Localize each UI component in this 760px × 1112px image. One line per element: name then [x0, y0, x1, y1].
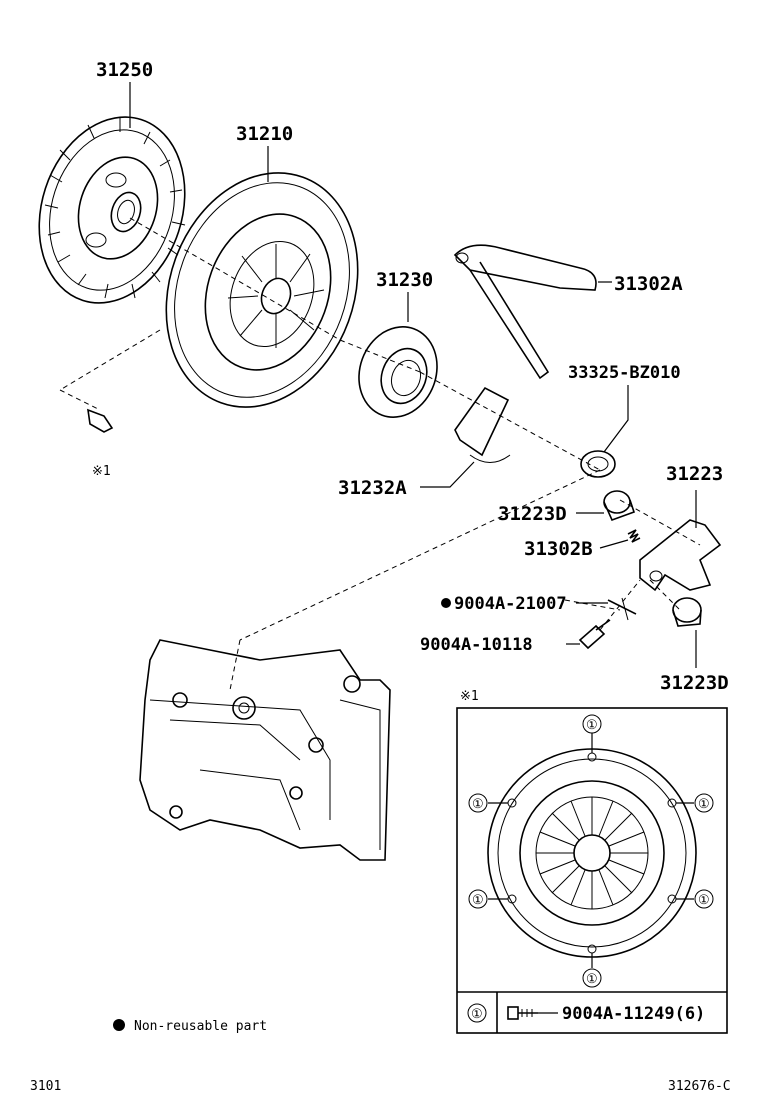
callout-bottom: ① [586, 972, 598, 987]
label-pin[interactable]: 9004A-21007 [454, 594, 567, 614]
small-bolt-icon [507, 1006, 558, 1020]
label-bushing-lower[interactable]: 31223D [660, 672, 729, 694]
callout-top: ① [586, 718, 598, 733]
non-reusable-dot-icon [113, 1019, 125, 1031]
detail-callouts: ① ① ① ① ① ① [468, 714, 714, 988]
non-reusable-bullet-icon [441, 598, 451, 608]
label-clutch-cover[interactable]: 31210 [236, 123, 293, 145]
detail-callout-key: ① [471, 1007, 483, 1022]
part-labels: 31250 31210 31230 31302A 33325-BZ010 312… [92, 59, 729, 694]
detail-title: ※1 [460, 689, 479, 704]
release-fork-drawing [639, 519, 722, 592]
label-boot[interactable]: 33325-BZ010 [568, 363, 681, 383]
footer-left-code: 3101 [30, 1079, 61, 1094]
callout-left-bottom: ① [472, 893, 484, 908]
fork-shaft-drawing [453, 244, 597, 380]
detail-callout-leaders [488, 733, 694, 968]
label-release-clip[interactable]: 31232A [338, 477, 407, 499]
label-bushing-upper[interactable]: 31223D [498, 503, 567, 525]
leader-lines [129, 82, 697, 668]
detail-cover-drawing [487, 748, 697, 958]
label-release-fork[interactable]: 31223 [666, 463, 723, 485]
cover-bolt-drawing [87, 408, 114, 433]
legend-non-reusable: Non-reusable part [134, 1019, 267, 1034]
clutch-disc-drawing [38, 116, 186, 304]
detail-callout-key-icon [467, 1003, 487, 1023]
detail-box: ※1 [456, 689, 728, 1034]
bolt-drawing [578, 619, 611, 650]
label-cover-bolt-ref[interactable]: ※1 [92, 464, 111, 479]
detail-bolt-part[interactable]: 9004A-11249(6) [562, 1004, 705, 1024]
clutch-cover-drawing [165, 172, 359, 408]
spring-drawing [627, 529, 641, 543]
footer-right-code: 312676-C [668, 1079, 731, 1094]
label-fork-sub-assy[interactable]: 31302A [614, 273, 683, 295]
callout-right-top: ① [698, 797, 710, 812]
legend: Non-reusable part [113, 1019, 267, 1034]
callout-left-top: ① [472, 797, 484, 812]
transmission-housing-drawing [139, 639, 391, 861]
label-release-bearing[interactable]: 31230 [376, 269, 433, 291]
label-bolt[interactable]: 9004A-10118 [420, 635, 533, 655]
bushing-upper-drawing [603, 490, 636, 522]
release-clip-drawing [454, 386, 511, 463]
label-spring[interactable]: 31302B [524, 538, 593, 560]
callout-right-bottom: ① [698, 893, 710, 908]
pin-drawing [607, 597, 637, 621]
release-bearing-drawing [358, 326, 438, 418]
bushing-lower-drawing [672, 597, 702, 627]
label-clutch-disc[interactable]: 31250 [96, 59, 153, 81]
boot-drawing [580, 450, 616, 478]
